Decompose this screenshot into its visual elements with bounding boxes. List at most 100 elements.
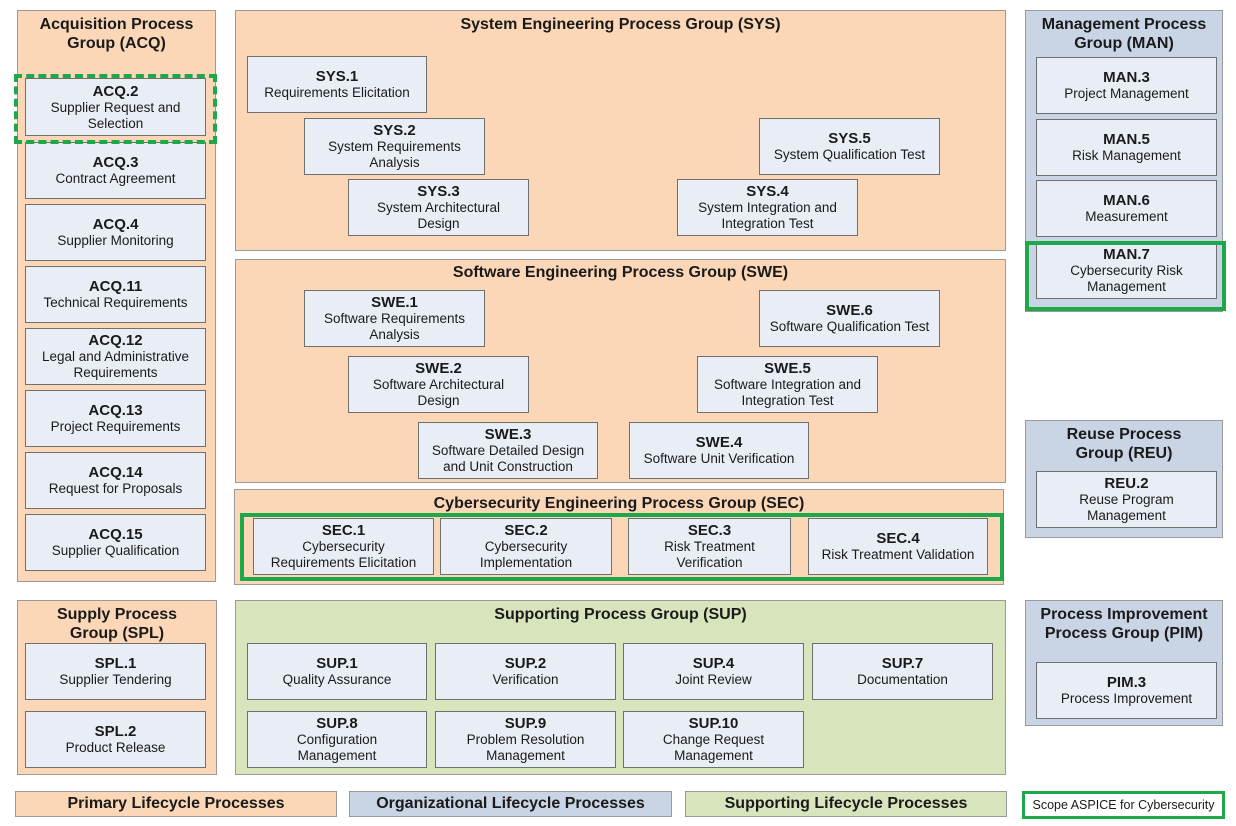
process-id: SPL.2 [94, 723, 137, 740]
process-id: SUP.1 [316, 655, 358, 672]
process-name: Change Request Management [662, 732, 765, 763]
process-name: Supplier Request and Selection [50, 99, 181, 131]
process-sys-1: SYS.1 Requirements Elicitation [247, 56, 427, 113]
process-sup-10: SUP.10 Change Request Management [623, 711, 804, 768]
process-sup-4: SUP.4 Joint Review [623, 643, 804, 700]
process-id: SYS.4 [746, 183, 789, 200]
process-id: ACQ.14 [88, 464, 143, 481]
process-id: SYS.5 [828, 130, 871, 147]
process-name: System Requirements Analysis [328, 139, 461, 170]
process-id: REU.2 [1104, 475, 1149, 492]
process-id: ACQ.12 [88, 332, 143, 349]
process-sec-4: SEC.4 Risk Treatment Validation [808, 518, 988, 575]
process-id: SYS.2 [373, 122, 416, 139]
process-id: MAN.7 [1103, 246, 1150, 263]
process-man-7: MAN.7 Cybersecurity Risk Management [1036, 242, 1217, 299]
process-name: Requirements Elicitation [264, 85, 410, 100]
process-swe-5: SWE.5 Software Integration and Integrati… [697, 356, 878, 413]
process-id: SWE.6 [826, 302, 873, 319]
process-name: Product Release [65, 740, 166, 755]
group-title: System Engineering Process Group (SYS) [460, 16, 781, 33]
process-sys-5: SYS.5 System Qualification Test [759, 118, 940, 175]
process-name: Risk Treatment Validation [821, 547, 975, 562]
process-id: ACQ.13 [88, 402, 143, 419]
process-sup-1: SUP.1 Quality Assurance [247, 643, 427, 700]
process-name: Software Unit Verification [643, 451, 795, 466]
group-title: Supply Process Group (SPL) [56, 606, 178, 642]
process-acq-2: ACQ.2 Supplier Request and Selection [25, 78, 206, 136]
process-acq-12: ACQ.12 Legal and Administrative Requirem… [25, 328, 206, 385]
process-sup-2: SUP.2 Verification [435, 643, 616, 700]
process-id: SEC.2 [504, 522, 548, 539]
process-man-3: MAN.3 Project Management [1036, 57, 1217, 114]
process-name: Request for Proposals [48, 481, 183, 496]
process-sys-3: SYS.3 System Architectural Design [348, 179, 529, 236]
process-swe-4: SWE.4 Software Unit Verification [629, 422, 809, 479]
process-sec-1: SEC.1 Cybersecurity Requirements Elicita… [253, 518, 434, 575]
process-id: SUP.9 [504, 715, 547, 732]
group-title: Management Process Group (MAN) [1041, 16, 1207, 52]
process-name: Problem Resolution Management [466, 732, 585, 763]
process-sys-2: SYS.2 System Requirements Analysis [304, 118, 485, 175]
process-id: SUP.7 [881, 655, 924, 672]
process-name: Cybersecurity Risk Management [1070, 263, 1183, 294]
process-id: SYS.3 [417, 183, 460, 200]
process-name: Software Detailed Design and Unit Constr… [431, 443, 585, 474]
group-title: Supporting Process Group (SUP) [494, 606, 747, 623]
process-id: PIM.3 [1106, 674, 1147, 691]
legend-supporting-lifecycle: Supporting Lifecycle Processes [685, 791, 1007, 817]
process-name: Legal and Administrative Requirements [41, 349, 190, 380]
process-id: MAN.6 [1103, 192, 1150, 209]
process-id: SUP.4 [692, 655, 735, 672]
process-name: Cybersecurity Requirements Elicitation [270, 539, 417, 570]
process-acq-4: ACQ.4 Supplier Monitoring [25, 204, 206, 261]
process-name: Verification [492, 672, 559, 687]
process-id: SWE.4 [695, 434, 743, 451]
process-id: SUP.2 [504, 655, 547, 672]
process-name: System Qualification Test [773, 147, 926, 162]
scope-highlight-man-7 [1025, 241, 1226, 311]
process-id: SWE.1 [371, 294, 418, 311]
process-pim-3: PIM.3 Process Improvement [1036, 662, 1217, 719]
process-name: Software Qualification Test [769, 319, 930, 334]
process-name: Supplier Tendering [59, 672, 172, 687]
process-name: Technical Requirements [43, 295, 188, 310]
scope-highlight-acq-2 [14, 74, 217, 144]
process-acq-13: ACQ.13 Project Requirements [25, 390, 206, 447]
process-sec-2: SEC.2 Cybersecurity Implementation [440, 518, 612, 575]
process-name: System Architectural Design [376, 200, 501, 231]
process-sup-8: SUP.8 Configuration Management [247, 711, 427, 768]
process-man-6: MAN.6 Measurement [1036, 180, 1217, 237]
scope-highlight-sec-group [240, 513, 1004, 581]
process-name: System Integration and Integration Test [698, 200, 837, 231]
process-id: SWE.3 [484, 426, 532, 443]
legend-scope-aspice-cybersecurity: Scope ASPICE for Cybersecurity [1022, 791, 1225, 819]
process-name: Risk Management [1072, 148, 1181, 163]
process-name: Contract Agreement [55, 171, 176, 186]
process-name: Software Requirements Analysis [323, 311, 466, 342]
process-name: Project Requirements [50, 419, 181, 434]
group-title: Acquisition Process Group (ACQ) [39, 16, 194, 52]
group-title: Reuse Process Group (REU) [1066, 426, 1182, 462]
process-name: Reuse Program Management [1079, 492, 1174, 523]
process-acq-15: ACQ.15 Supplier Qualification [25, 514, 206, 571]
process-name: Supplier Monitoring [57, 233, 174, 248]
process-swe-1: SWE.1 Software Requirements Analysis [304, 290, 485, 347]
process-sys-4: SYS.4 System Integration and Integration… [677, 179, 858, 236]
process-name: Software Integration and Integration Tes… [713, 377, 862, 408]
process-id: SYS.1 [315, 68, 359, 85]
process-id: ACQ.11 [88, 278, 143, 295]
process-id: SWE.5 [764, 360, 811, 377]
process-name: Configuration Management [296, 732, 378, 763]
process-name: Measurement [1085, 209, 1168, 224]
process-id: SEC.3 [687, 522, 732, 539]
process-swe-2: SWE.2 Software Architectural Design [348, 356, 529, 413]
legend-organizational-lifecycle: Organizational Lifecycle Processes [349, 791, 672, 817]
process-acq-11: ACQ.11 Technical Requirements [25, 266, 206, 323]
process-reu-2: REU.2 Reuse Program Management [1036, 471, 1217, 528]
process-name: Cybersecurity Implementation [479, 539, 573, 570]
process-name: Project Management [1064, 86, 1189, 101]
process-id: ACQ.3 [92, 154, 139, 171]
process-id: MAN.5 [1103, 131, 1150, 148]
process-id: SPL.1 [94, 655, 137, 672]
